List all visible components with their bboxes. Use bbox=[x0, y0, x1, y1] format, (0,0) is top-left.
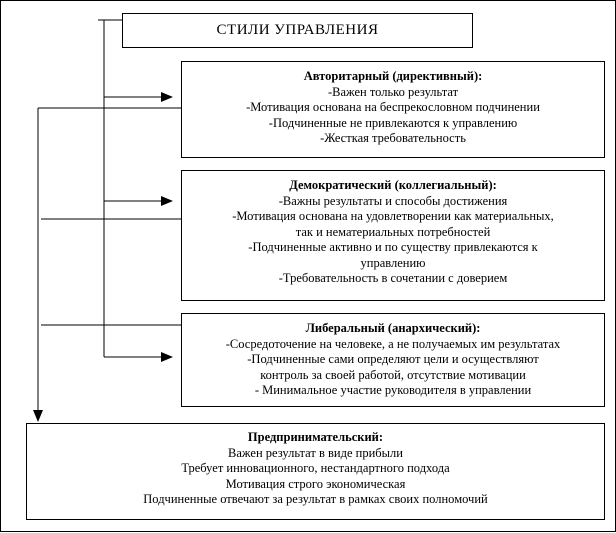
style-box-authoritarian: Авторитарный (директивный): -Важен тольк… bbox=[181, 61, 605, 158]
style-box-liberal: Либеральный (анархический): -Сосредоточе… bbox=[181, 313, 605, 407]
style-line: - Минимальное участие руководителя в упр… bbox=[254, 383, 532, 397]
style-line: Важен результат в виде прибыли bbox=[228, 445, 403, 460]
style-box-democratic: Демократический (коллегиальный): -Важны … bbox=[181, 170, 605, 301]
style-line: Подчиненные отвечают за результат в рамк… bbox=[143, 492, 488, 506]
style-line: -Важны результаты и способы достижения bbox=[278, 193, 508, 208]
style-line: управлению bbox=[360, 255, 426, 270]
style-line: Требует инновационного, нестандартного п… bbox=[181, 461, 450, 475]
style-line: контроль за своей работой, отсутствие мо… bbox=[260, 367, 526, 382]
style-line: -Мотивация основана на беспрекословном п… bbox=[246, 100, 540, 114]
style-box-entrepreneurial: Предпринимательский: Важен результат в в… bbox=[26, 423, 605, 520]
style-line: -Подчиненные не привлекаются к управлени… bbox=[268, 115, 518, 130]
style-line: -Сосредоточение на человеке, а не получа… bbox=[225, 336, 561, 351]
style-heading: Демократический (коллегиальный): bbox=[289, 178, 497, 192]
style-line: -Мотивация основана на удовлетворении ка… bbox=[232, 209, 554, 223]
style-line: -Важен только результат bbox=[327, 84, 459, 99]
style-line: -Жесткая требовательность bbox=[320, 131, 466, 145]
style-line: -Подчиненные сами определяют цели и осущ… bbox=[247, 352, 539, 366]
diagram-title: СТИЛИ УПРАВЛЕНИЯ bbox=[216, 22, 379, 38]
style-line: Мотивация строго экономическая bbox=[225, 476, 406, 491]
style-heading: Либеральный (анархический): bbox=[305, 321, 481, 335]
style-heading: Предпринимательский: bbox=[247, 430, 384, 444]
style-line: так и нематериальных потребностей bbox=[295, 224, 491, 239]
style-heading: Авторитарный (директивный): bbox=[303, 69, 483, 83]
style-line: -Подчиненные активно и по существу привл… bbox=[248, 240, 538, 254]
title-box: СТИЛИ УПРАВЛЕНИЯ bbox=[122, 13, 473, 48]
style-line: -Требовательность в сочетании с доверием bbox=[278, 271, 508, 285]
